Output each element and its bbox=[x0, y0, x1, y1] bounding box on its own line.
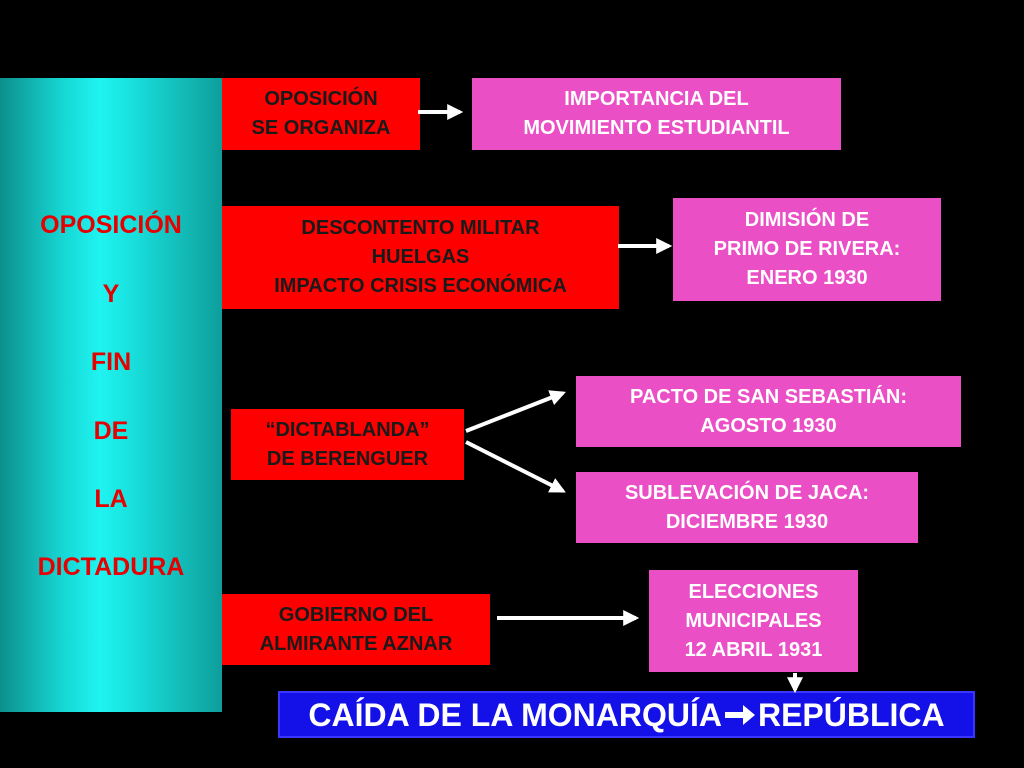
box-dimision-primo-de-rivera: DIMISIÓN DE PRIMO DE RIVERA: ENERO 1930 bbox=[673, 198, 941, 301]
side-title-line-6: DICTADURA bbox=[37, 553, 185, 581]
box-line: IMPORTANCIA DEL bbox=[564, 88, 749, 110]
side-panel bbox=[0, 78, 222, 712]
final-label-left: CAÍDA DE LA MONARQUÍA bbox=[308, 696, 722, 733]
box-line: AGOSTO 1930 bbox=[700, 414, 837, 437]
box-line: PRIMO DE RIVERA: bbox=[713, 238, 901, 260]
box-dictablanda-berenguer: “DICTABLANDA” DE BERENGUER bbox=[231, 409, 464, 480]
box-line: MOVIMIENTO ESTUDIANTIL bbox=[523, 117, 790, 139]
box-caida-monarquia-republica: CAÍDA DE LA MONARQUÍA REPÚBLICA bbox=[278, 691, 975, 738]
box-line: HUELGAS bbox=[371, 246, 470, 268]
final-label-right: REPÚBLICA bbox=[757, 696, 945, 733]
arrow-dictablanda-to-pacto bbox=[465, 390, 566, 433]
box-pacto-san-sebastian: PACTO DE SAN SEBASTIÁN: AGOSTO 1930 bbox=[576, 376, 961, 447]
box-line: DESCONTENTO MILITAR bbox=[301, 217, 540, 239]
box-line: GOBIERNO DEL bbox=[278, 603, 434, 626]
box-descontento-militar: DESCONTENTO MILITAR HUELGAS IMPACTO CRIS… bbox=[222, 206, 619, 309]
box-line: 12 ABRIL 1931 bbox=[684, 638, 823, 661]
box-line: SE ORGANIZA bbox=[251, 117, 391, 139]
box-line: DIMISIÓN DE bbox=[744, 209, 870, 231]
box-line: IMPACTO CRISIS ECONÓMICA bbox=[274, 275, 567, 297]
box-line: SUBLEVACIÓN DE JACA: bbox=[624, 481, 870, 504]
arrow-dictablanda-to-jaca bbox=[465, 440, 566, 493]
side-title-line-1: OPOSICIÓN bbox=[40, 211, 182, 239]
box-line: ELECCIONES bbox=[688, 580, 819, 603]
box-line: ALMIRANTE AZNAR bbox=[259, 632, 453, 655]
box-line: MUNICIPALES bbox=[685, 609, 822, 632]
box-line: DICIEMBRE 1930 bbox=[665, 510, 829, 533]
box-line: “DICTABLANDA” bbox=[265, 418, 430, 441]
box-line: ENERO 1930 bbox=[746, 267, 868, 289]
box-elecciones-municipales: ELECCIONES MUNICIPALES 12 ABRIL 1931 bbox=[649, 570, 858, 672]
box-line: PACTO DE SAN SEBASTIÁN: bbox=[629, 385, 908, 408]
box-gobierno-aznar: GOBIERNO DEL ALMIRANTE AZNAR bbox=[222, 594, 490, 665]
arrow-right-icon bbox=[724, 704, 755, 725]
box-line: DE BERENGUER bbox=[266, 447, 429, 470]
side-title-line-2: Y bbox=[102, 280, 120, 308]
side-title-line-3: FIN bbox=[90, 348, 132, 376]
box-oposicion-se-organiza: OPOSICIÓN SE ORGANIZA bbox=[222, 78, 420, 150]
box-movimiento-estudiantil: IMPORTANCIA DEL MOVIMIENTO ESTUDIANTIL bbox=[472, 78, 841, 150]
box-sublevacion-jaca: SUBLEVACIÓN DE JACA: DICIEMBRE 1930 bbox=[576, 472, 918, 543]
side-title-line-4: DE bbox=[93, 417, 129, 445]
box-line: OPOSICIÓN bbox=[264, 88, 378, 110]
side-title-line-5: LA bbox=[94, 485, 128, 513]
